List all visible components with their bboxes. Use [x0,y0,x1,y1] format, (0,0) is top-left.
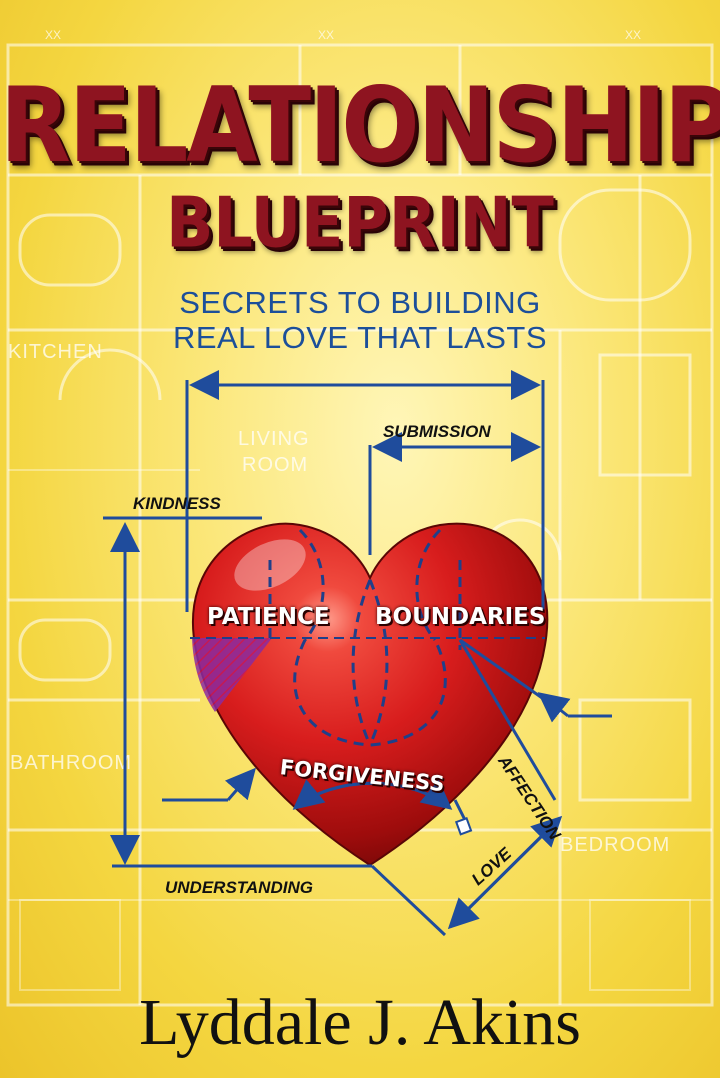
room-label-living: LIVING [238,428,310,450]
label-submission: SUBMISSION [383,422,491,441]
title-line-1: RELATIONSHIP [0,65,720,186]
room-label-bathroom: BATHROOM [10,752,133,774]
marker-xx-3: XX [625,28,642,42]
label-understanding: UNDERSTANDING [165,878,313,897]
title-line-2: BLUEPRINT [166,181,554,264]
marker-xx-1: XX [45,28,62,42]
heart-word-patience: PATIENCE [207,604,330,630]
author-name: Lyddale J. Akins [139,986,581,1059]
room-label-kitchen: KITCHEN [8,341,103,363]
marker-xx-2: XX [318,28,335,42]
room-label-room: ROOM [242,454,309,476]
label-kindness: KINDNESS [133,494,221,513]
subtitle-line-1: SECRETS TO BUILDING [179,285,541,320]
subtitle-line-2: REAL LOVE THAT LASTS [172,320,548,355]
room-label-bedroom: BEDROOM [560,834,671,856]
heart-word-boundaries: BOUNDARIES [375,604,546,630]
